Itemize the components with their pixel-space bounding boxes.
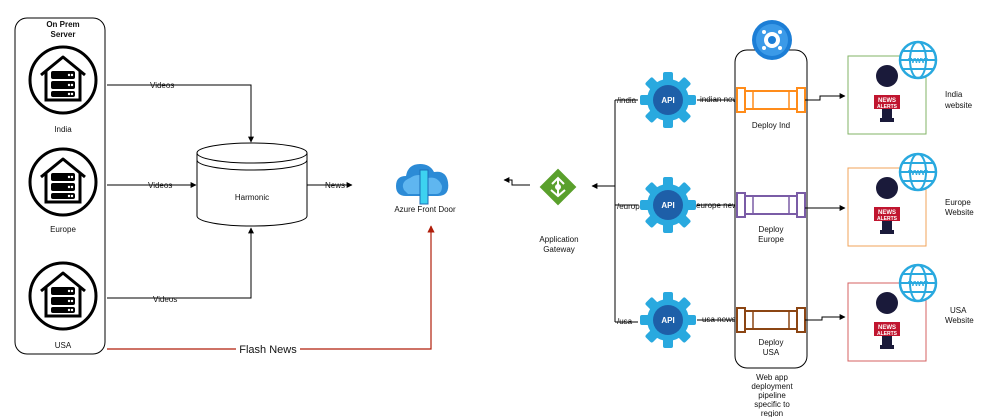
server-house-icon — [28, 45, 98, 115]
harmonic-label: Harmonic — [235, 193, 269, 202]
azure-front-door-icon — [396, 164, 449, 205]
server-house-icon — [28, 261, 98, 331]
www-label-india: WWW — [908, 58, 928, 65]
website-label-europe-2: Website — [945, 208, 974, 217]
pipeline-caption-3: pipeline — [758, 391, 786, 400]
gateway-label-line1: Application — [539, 235, 578, 244]
website-label-europe-1: Europe — [945, 198, 971, 207]
deploy-india-label: Deploy Ind — [752, 121, 790, 130]
website-label-india-1: India — [945, 90, 963, 99]
site-label-usa: USA — [55, 341, 72, 350]
deploy-usa-label-line1: Deploy — [759, 338, 784, 347]
website-label-india-2: website — [944, 101, 973, 110]
path-label-europe: /europe — [617, 202, 645, 211]
news-badge-usa-1: NEWS — [878, 325, 896, 331]
harmonic-storage — [196, 142, 308, 227]
india-deploy-connector — [805, 93, 846, 101]
onprem-title-line1: On Prem — [46, 20, 79, 29]
site-label-india: India — [54, 125, 72, 134]
server-house-icon — [28, 147, 98, 217]
videos-label-india: Videos — [150, 81, 174, 90]
website-label-usa-2: Website — [945, 316, 974, 325]
videos-connector-usa — [107, 227, 254, 299]
application-gateway-icon — [539, 168, 577, 206]
www-label-europe: WWW — [908, 170, 928, 177]
front-door-label: Azure Front Door — [394, 205, 456, 214]
pipeline-caption-4: specific to — [754, 400, 790, 409]
api-label-usa: API — [661, 316, 674, 325]
gateway-label-line2: Gateway — [543, 245, 575, 254]
pipeline-icon — [736, 192, 806, 218]
news-badge-india-2: ALERTS — [877, 104, 898, 110]
azure-devops-icon — [752, 20, 792, 60]
videos-label-europe: Videos — [148, 181, 172, 190]
path-label-india: /india — [617, 96, 637, 105]
flash-news-connector — [107, 225, 435, 350]
news-badge-usa-2: ALERTS — [877, 331, 898, 337]
pipeline-caption-2: deployment — [751, 382, 793, 391]
news-badge-europe-2: ALERTS — [877, 216, 898, 222]
news-label: News — [325, 181, 345, 190]
india-news-label: indian news — [700, 95, 742, 104]
website-label-usa-1: USA — [950, 306, 967, 315]
site-label-europe: Europe — [50, 225, 76, 234]
news-badge-europe-1: NEWS — [878, 210, 896, 216]
pipeline-caption-5: region — [761, 409, 783, 417]
europe-news-label: europe news — [696, 201, 742, 210]
api-label-india: API — [661, 96, 674, 105]
usa-news-label: usa news — [702, 315, 736, 324]
pipeline-caption-1: Web app — [756, 373, 788, 382]
www-label-usa: WWW — [908, 281, 928, 288]
pipeline-icon — [736, 87, 806, 113]
flash-news-label: Flash News — [239, 344, 297, 356]
deploy-europe-label-line1: Deploy — [759, 225, 784, 234]
api-label-europe: API — [661, 201, 674, 210]
deploy-europe-label-line2: Europe — [758, 235, 784, 244]
videos-connector-india — [107, 84, 254, 143]
onprem-title-line2: Server — [51, 30, 76, 39]
gateway-to-frontdoor-connector — [503, 177, 530, 186]
usa-deploy-connector — [805, 314, 846, 321]
videos-label-usa: Videos — [153, 295, 177, 304]
path-label-usa: /usa — [617, 317, 633, 326]
news-badge-india-1: NEWS — [878, 98, 896, 104]
pipeline-icon — [736, 307, 806, 333]
deploy-usa-label-line2: USA — [763, 348, 780, 357]
